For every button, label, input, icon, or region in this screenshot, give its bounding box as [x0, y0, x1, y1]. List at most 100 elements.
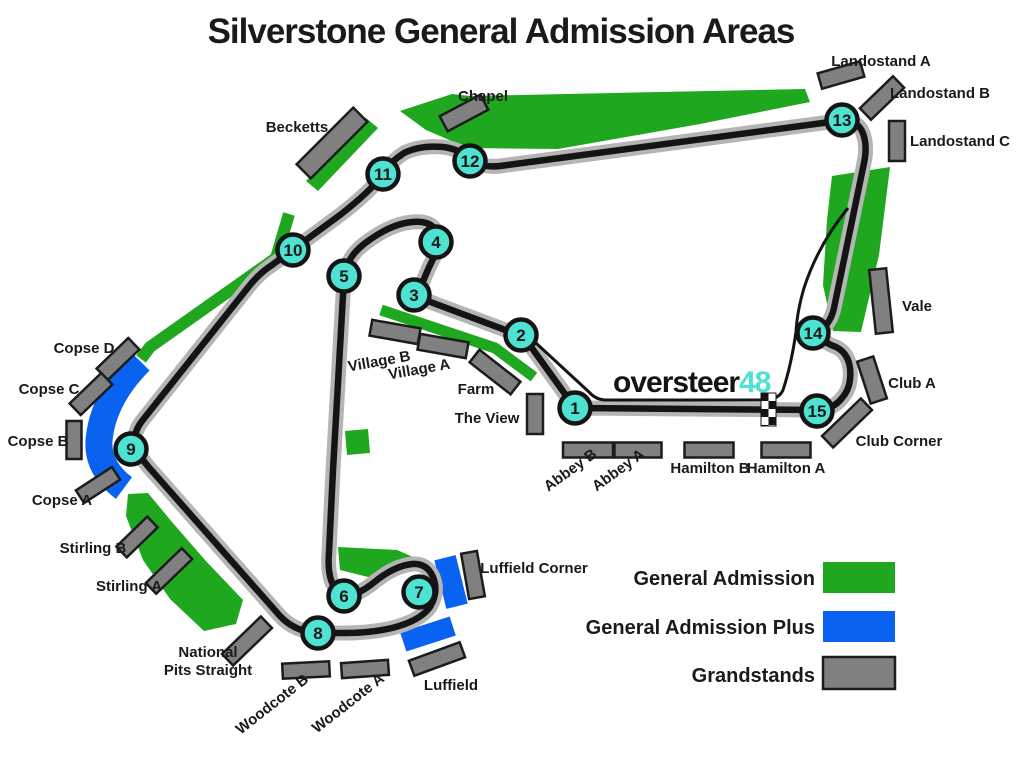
label-national-line2: Pits Straight	[164, 662, 252, 679]
grandstand-club-corner	[820, 396, 874, 450]
corner-number-7: 7	[414, 583, 423, 602]
grandstand-village-b	[368, 318, 422, 346]
label-landostand-a: Landostand A	[831, 53, 931, 70]
corner-number-3: 3	[409, 286, 418, 305]
grandstand-woodcote-a	[339, 658, 391, 680]
oversteer48-logo: oversteer48	[613, 366, 771, 399]
corner-circle-10	[275, 232, 311, 268]
grandstand-copse-c	[67, 371, 115, 417]
grandstand-abbey-a	[613, 441, 663, 459]
grandstand-the-view	[525, 392, 545, 436]
label-copse-b: Copse B	[8, 433, 69, 450]
corner-number-13: 13	[833, 111, 852, 130]
label-club-corner: Club Corner	[856, 433, 943, 450]
label-hamilton-b: Hamilton B	[670, 460, 749, 477]
logo-accent-part: 48	[739, 366, 771, 399]
corner-number-11: 11	[374, 165, 392, 184]
grandstand-stirling-a	[144, 546, 194, 596]
corner-circle-11	[365, 156, 401, 192]
corner-marker-13: 13	[824, 102, 860, 138]
start-finish-checker	[760, 392, 777, 427]
corner-circle-12	[452, 143, 488, 179]
corner-marker-12: 12	[452, 143, 488, 179]
legend-swatch-general-admission-plus	[823, 611, 895, 642]
corner-circle-6	[326, 578, 362, 614]
corner-circle-15	[799, 393, 835, 429]
label-copse-a: Copse A	[32, 492, 92, 509]
pit-lane-line	[522, 207, 850, 402]
label-club-a: Club A	[888, 375, 936, 392]
label-copse-c: Copse C	[19, 381, 80, 398]
corner-circle-5	[326, 258, 362, 294]
label-vale: Vale	[902, 298, 932, 315]
grandstand-chapel	[438, 93, 490, 133]
label-the-view: The View	[455, 410, 520, 427]
corner-marker-3: 3	[396, 277, 432, 313]
label-farm: Farm	[458, 381, 495, 398]
label-hamilton-a: Hamilton A	[747, 460, 826, 477]
legend-swatch-grandstands	[821, 655, 897, 691]
label-stirling-b: Stirling B	[60, 540, 127, 557]
grandstand-national-pits	[220, 614, 274, 668]
area-ga-becketts	[306, 118, 378, 191]
area-gap-luffield-corner	[434, 555, 468, 609]
corner-marker-5: 5	[326, 258, 362, 294]
corner-number-1: 1	[570, 399, 579, 418]
grandstand-luffield-corner	[459, 549, 487, 601]
label-woodcote-a: Woodcote A	[309, 670, 388, 737]
label-national-line1: National	[178, 644, 237, 661]
corner-circle-7	[401, 574, 437, 610]
corner-number-10: 10	[284, 241, 303, 260]
grandstand-vale	[867, 266, 895, 336]
corner-marker-14: 14	[795, 315, 831, 351]
logo-black-part: oversteer	[613, 366, 740, 399]
area-gap-luffield	[400, 616, 456, 652]
corner-circle-8	[300, 615, 336, 651]
corner-circle-3	[396, 277, 432, 313]
corner-circle-13	[824, 102, 860, 138]
corner-marker-15: 15	[799, 393, 835, 429]
corner-number-5: 5	[339, 267, 348, 286]
grandstand-abbey-b	[561, 441, 615, 459]
grandstand-landostand-c	[887, 119, 907, 163]
legend-label-general-admission: General Admission	[633, 568, 815, 590]
corner-marker-4: 4	[418, 224, 454, 260]
legend-label-general-admission-plus: General Admission Plus	[586, 617, 815, 639]
corner-marker-10: 10	[275, 232, 311, 268]
legend: General Admission General Admission Plus…	[586, 562, 897, 691]
corner-marker-7: 7	[401, 574, 437, 610]
corner-marker-9: 9	[113, 431, 149, 467]
corner-number-6: 6	[339, 587, 348, 606]
grandstand-landostand-a	[816, 59, 866, 91]
corner-number-15: 15	[808, 402, 827, 421]
label-woodcote-b: Woodcote B	[233, 671, 312, 738]
grandstand-becketts	[294, 105, 370, 181]
label-landostand-b: Landostand B	[890, 85, 990, 102]
label-landostand-c: Landostand C	[910, 133, 1010, 150]
grandstand-farm	[467, 347, 523, 397]
corner-marker-1: 1	[557, 390, 593, 426]
label-copse-d: Copse D	[54, 340, 115, 357]
legend-swatch-general-admission	[823, 562, 895, 593]
grandstand-woodcote-b	[280, 659, 332, 681]
area-ga-wellington	[345, 429, 370, 455]
corner-number-14: 14	[804, 324, 823, 343]
corner-circle-9	[113, 431, 149, 467]
label-luffield-corner: Luffield Corner	[480, 560, 588, 577]
grandstands	[65, 59, 907, 681]
label-becketts: Becketts	[266, 119, 329, 136]
label-luffield: Luffield	[424, 677, 478, 694]
label-chapel: Chapel	[458, 88, 508, 105]
page-title: Silverstone General Admission Areas	[208, 12, 795, 51]
corner-number-8: 8	[313, 624, 322, 643]
corner-circle-2	[503, 317, 539, 353]
corner-number-12: 12	[461, 152, 480, 171]
grandstand-club-a	[855, 354, 889, 406]
corner-circle-1	[557, 390, 593, 426]
corner-marker-2: 2	[503, 317, 539, 353]
corner-circle-14	[795, 315, 831, 351]
grandstand-copse-b	[65, 419, 83, 461]
area-ga-farm-village	[379, 304, 538, 382]
